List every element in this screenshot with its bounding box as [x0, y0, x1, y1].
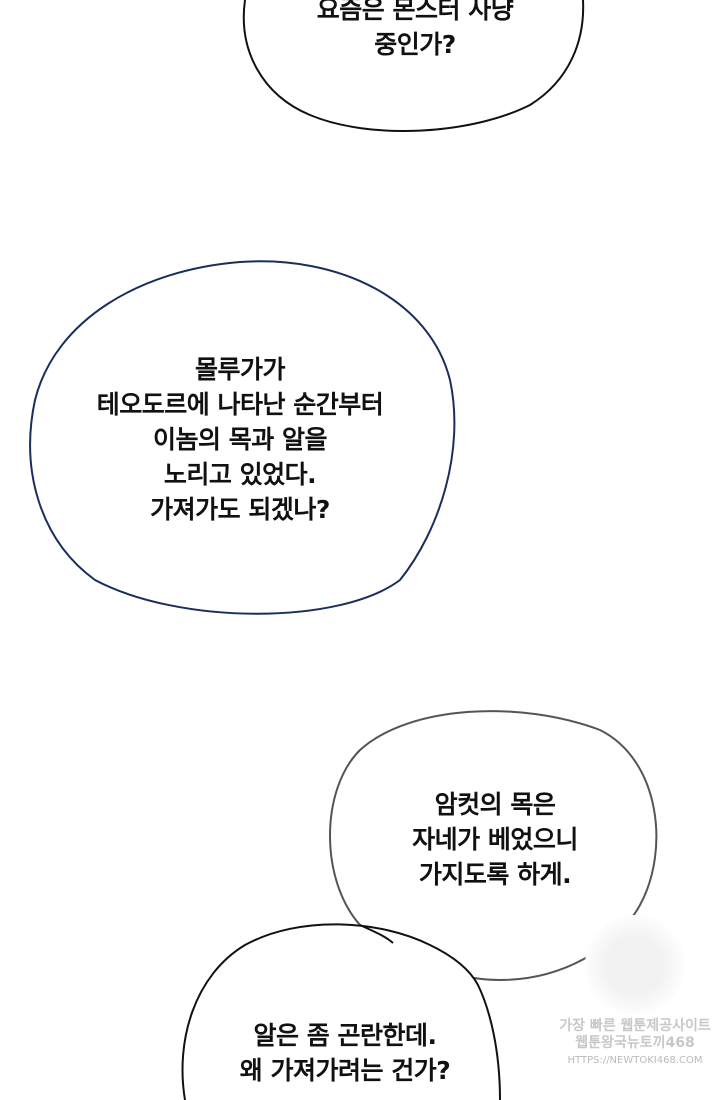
bubble-text-2: 몰루가가 테오도르에 나타난 순간부터 이놈의 목과 알을 노리고 있었다. 가… [40, 352, 440, 527]
bubble-line: 가져가도 되겠나? [150, 495, 330, 524]
bubble-line: 노리고 있었다. [163, 460, 317, 489]
watermark-line2: 웹툰왕국뉴토끼468 [575, 1035, 695, 1051]
bubble-line: 알은 좀 곤란한데. [253, 1021, 437, 1050]
speech-bubble-2 [29, 260, 456, 615]
watermark: 가장 빠른 웹툰제공사이트 웹툰왕국뉴토끼468 HTTPS://NEWTOKI… [550, 1018, 720, 1069]
watermark-mascot-image [585, 915, 685, 1015]
bubble-line: 자네가 베었으니 [412, 825, 578, 854]
watermark-line1: 가장 빠른 웹툰제공사이트 [559, 1018, 711, 1034]
bubble-line: 요즘은 몬스터 사냥 [316, 0, 514, 24]
watermark-url: HTTPS://NEWTOKI468.COM [567, 1055, 703, 1066]
bubble-line: 몰루가가 [194, 355, 286, 384]
speech-bubble-4 [181, 923, 501, 1100]
bubble-line: 중인가? [374, 30, 456, 59]
bubble-line: 왜 가져가려는 건가? [239, 1056, 451, 1085]
bubble-line: 암컷의 목은 [434, 790, 556, 819]
bubble-line: 테오도르에 나타난 순간부터 [96, 390, 384, 419]
bubble-line: 가지도록 하게. [418, 860, 572, 889]
bubble-text-3: 암컷의 목은 자네가 베었으니 가지도록 하게. [380, 787, 610, 892]
bubble-text-4: 알은 좀 곤란한데. 왜 가져가려는 건가? [200, 1018, 490, 1088]
bubble-line: 이놈의 목과 알을 [153, 425, 327, 454]
bubble-text-1: 요즘은 몬스터 사냥 중인가? [265, 0, 565, 62]
speech-bubble-1 [242, 0, 585, 133]
